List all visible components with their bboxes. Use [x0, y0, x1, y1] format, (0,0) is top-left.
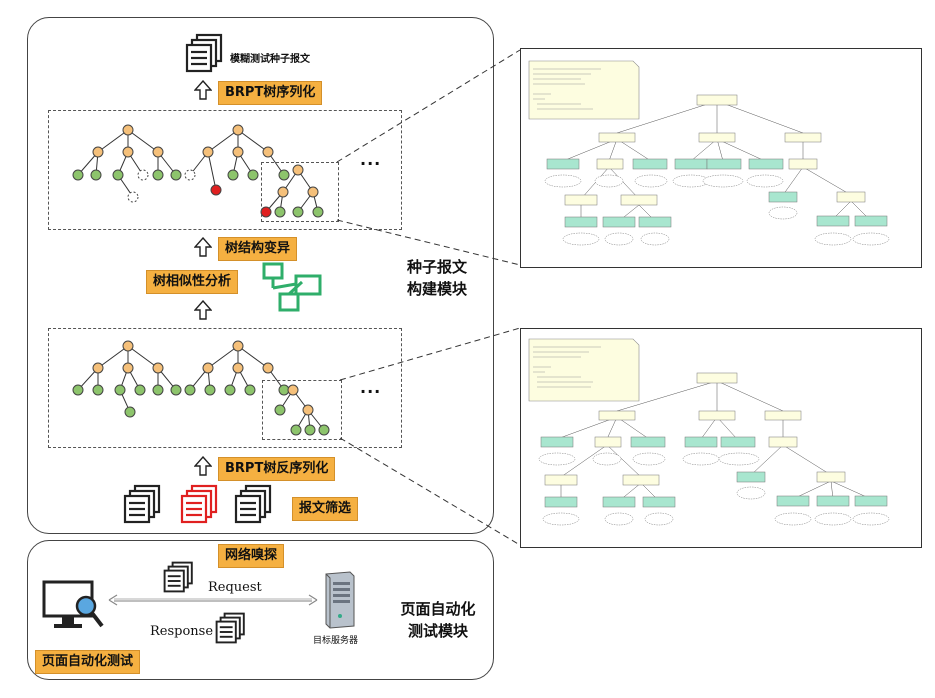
fuzz-seed-label: 模糊测试种子报文 [230, 54, 310, 65]
mutation-label: 树结构变异 [218, 237, 298, 261]
up-arrow-icon [194, 456, 212, 476]
response-label: Response [150, 624, 214, 639]
up-arrow-icon [194, 80, 212, 100]
double-arrow-icon [108, 594, 318, 606]
document-stack-icon [180, 484, 218, 524]
up-arrow-icon [194, 300, 212, 320]
similarity-label: 树相似性分析 [146, 270, 239, 294]
document-stack-icon [163, 561, 193, 593]
up-arrow-icon [194, 237, 212, 257]
tree-group-top [72, 124, 324, 218]
server-icon [325, 571, 355, 629]
ellipsis-bottom: ... [360, 378, 382, 397]
document-stack-icon [123, 484, 161, 524]
auto-test-label: 页面自动化测试 [35, 650, 141, 674]
document-stack-icon [185, 33, 223, 73]
deserialize-label: BRPT树反序列化 [218, 457, 336, 481]
deserialized-trees-box [48, 328, 402, 448]
server-label: 目标服务器 [313, 636, 359, 646]
serialize-label: BRPT树序列化 [218, 81, 323, 105]
seed-module-title: 种子报文 构建模块 [406, 258, 467, 298]
selected-subtree-box-bottom [262, 380, 342, 440]
document-stack-icon [234, 484, 272, 524]
serialized-trees-box [48, 110, 402, 230]
tree-group-bottom [72, 340, 330, 436]
brpt-tree-detail-bottom [520, 328, 922, 548]
ellipsis-top: ... [360, 150, 382, 169]
brpt-tree-detail-top [520, 48, 922, 268]
monitor-search-icon [42, 580, 104, 628]
sniff-label: 网络嗅探 [218, 544, 285, 568]
filter-label: 报文筛选 [292, 497, 359, 521]
request-label: Request [208, 580, 262, 595]
document-stack-icon [215, 612, 245, 644]
auto-test-module-title: 页面自动化 测试模块 [400, 600, 476, 640]
tree-mutation-icon [262, 262, 322, 312]
selected-subtree-box-top [261, 162, 339, 222]
